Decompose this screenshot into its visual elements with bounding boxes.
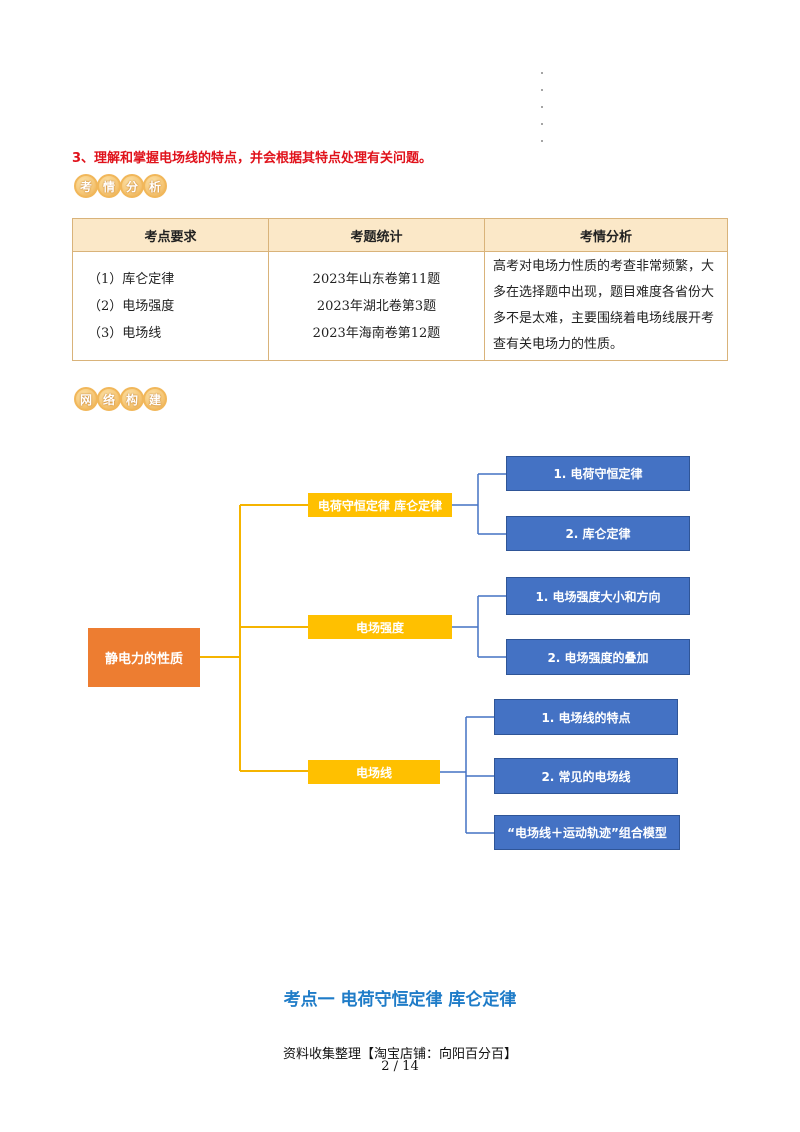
learning-objective: 3、理解和掌握电场线的特点，并会根据其特点处理有关问题。 (72, 151, 433, 166)
statistic-item: 2023年湖北卷第3题 (316, 298, 437, 314)
requirements-cell: （1）库仑定律 （2）电场强度 （3）电场线 (72, 251, 269, 361)
statistic-item: 2023年山东卷第11题 (312, 271, 441, 287)
header-requirements: 考点要求 (72, 218, 269, 252)
table-header-row: 考点要求 考题统计 考情分析 (72, 218, 728, 252)
mindmap-leaf: 1. 电场强度大小和方向 (506, 577, 690, 615)
header-statistics: 考题统计 (268, 218, 485, 252)
badge-char: 构 (120, 387, 144, 411)
statistic-item: 2023年海南卷第12题 (312, 325, 441, 341)
mindmap-root: 静电力的性质 (88, 628, 200, 687)
table-row: （1）库仑定律 （2）电场强度 （3）电场线 2023年山东卷第11题 2023… (72, 251, 728, 361)
requirement-item: （2）电场强度 (88, 298, 175, 314)
statistics-cell: 2023年山东卷第11题 2023年湖北卷第3题 2023年海南卷第12题 (268, 251, 485, 361)
page-number: 2 / 14 (381, 1059, 419, 1074)
requirement-item: （1）库仑定律 (88, 271, 175, 287)
mindmap-branch-coulomb: 电荷守恒定律 库仑定律 (308, 493, 452, 517)
network-badge: 网 络 构 建 (74, 387, 167, 411)
badge-char: 析 (143, 174, 167, 198)
mindmap-leaf: 2. 电场强度的叠加 (506, 639, 690, 675)
badge-char: 建 (143, 387, 167, 411)
mindmap-leaf: 2. 库仑定律 (506, 516, 690, 551)
mindmap-branch-field-strength: 电场强度 (308, 615, 452, 639)
mindmap-leaf: 1. 电场线的特点 (494, 699, 678, 735)
exam-analysis-table: 考点要求 考题统计 考情分析 （1）库仑定律 （2）电场强度 （3）电场线 20… (72, 218, 728, 361)
mindmap-branch-field-lines: 电场线 (308, 760, 440, 784)
badge-char: 考 (74, 174, 98, 198)
mindmap-leaf: 2. 常见的电场线 (494, 758, 678, 794)
footer-source: 资料收集整理【淘宝店铺：向阳百分百】 (282, 1047, 517, 1062)
exam-analysis-badge: 考 情 分 析 (74, 174, 167, 198)
decorative-dots (541, 72, 547, 157)
requirement-item: （3）电场线 (88, 325, 162, 341)
analysis-cell: 高考对电场力性质的考查非常频繁，大多在选择题中出现，题目难度各省份大多不是太难，… (484, 251, 728, 361)
mindmap-leaf: 1. 电荷守恒定律 (506, 456, 690, 491)
mindmap-leaf: “电场线＋运动轨迹”组合模型 (494, 815, 680, 850)
header-analysis: 考情分析 (484, 218, 728, 252)
section-title: 考点一 电荷守恒定律 库仑定律 (283, 990, 517, 1010)
